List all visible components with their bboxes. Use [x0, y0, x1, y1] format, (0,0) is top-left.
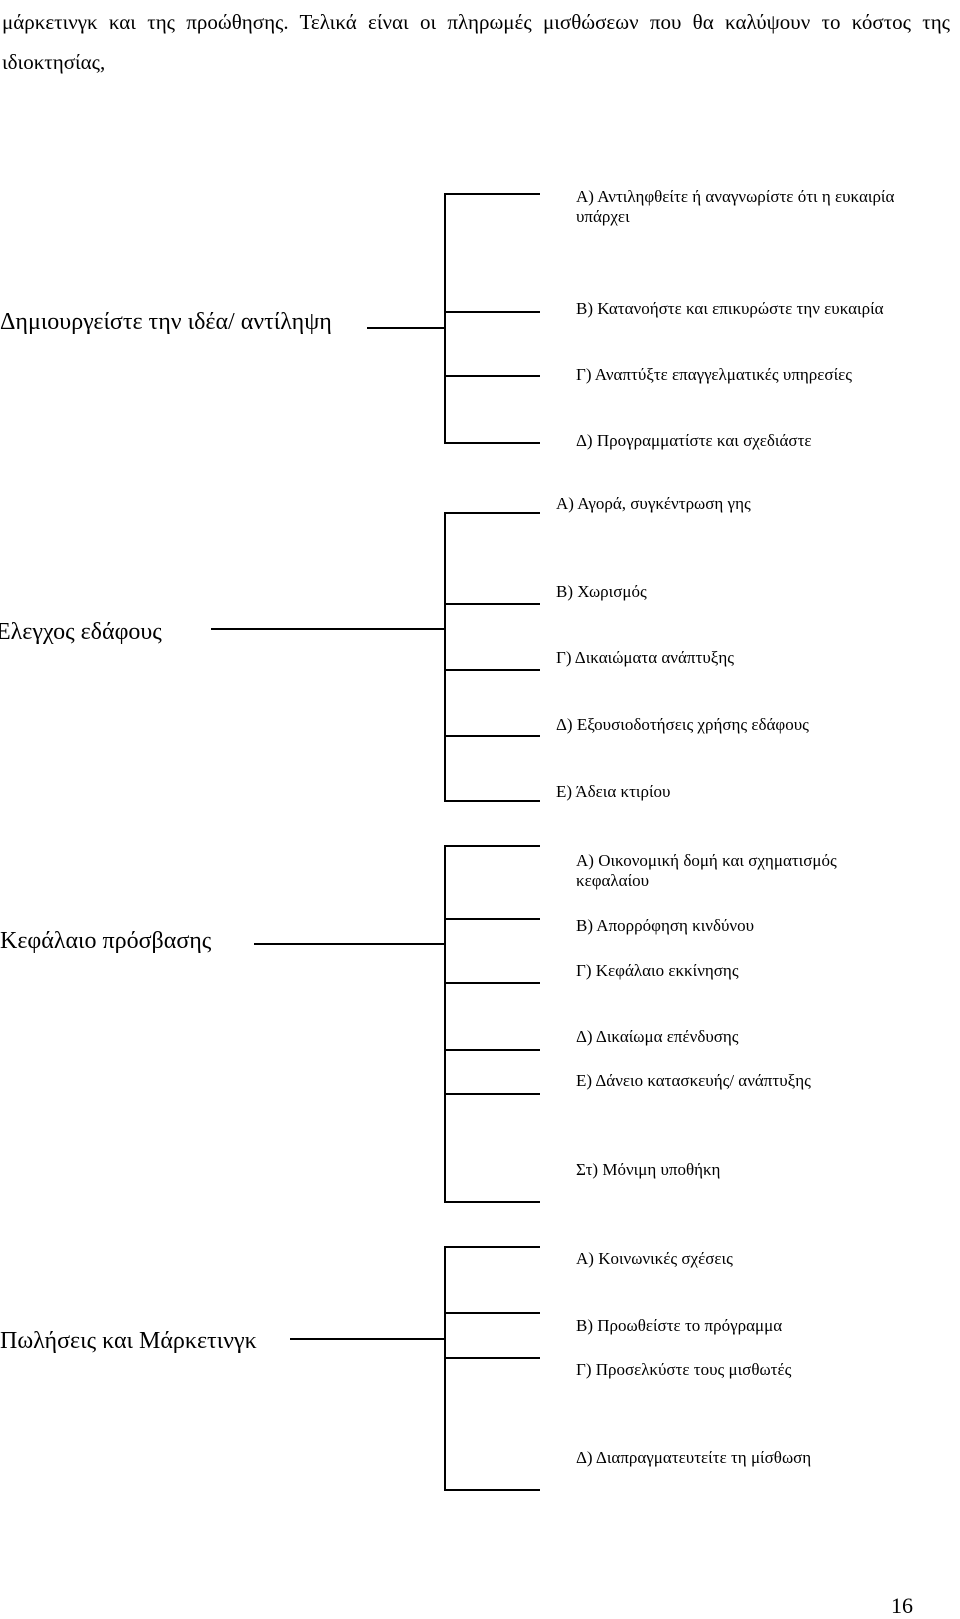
- list-item: Δ) Προγραμματίστε και σχεδιάστε: [576, 431, 812, 450]
- list-item: Β) Προωθείστε το πρόγραμμα: [576, 1316, 783, 1335]
- list-item: Δ) Εξουσιοδοτήσεις χρήσης εδάφους: [556, 715, 809, 734]
- connector-line: [444, 1312, 540, 1314]
- list-item: Γ) Προσελκύστε τους μισθωτές: [576, 1360, 792, 1379]
- connector-line: [254, 943, 445, 945]
- list-item: Γ) Κεφάλαιο εκκίνησης: [576, 961, 739, 980]
- list-item: Γ) Δικαιώματα ανάπτυξης: [556, 648, 734, 667]
- connector-line: [444, 845, 540, 847]
- connector-line: [444, 918, 540, 920]
- group-label-capital-access: Κεφάλαιο πρόσβασης: [0, 928, 212, 954]
- connector-line: [444, 1049, 540, 1051]
- list-item: Ε) Δάνειο κατασκευής/ ανάπτυξης: [576, 1071, 811, 1090]
- connector-line: [444, 442, 540, 444]
- group-label-land-control: Έλεγχος εδάφους: [0, 619, 162, 645]
- connector-line: [367, 327, 445, 329]
- connector-line: [444, 982, 540, 984]
- connector-line: [444, 603, 540, 605]
- connector-line: [444, 512, 540, 514]
- bracket-line: [444, 845, 446, 1203]
- intro-paragraph: μάρκετινγκ και της προώθησης. Τελικά είν…: [2, 10, 950, 74]
- connector-line: [444, 1246, 540, 1248]
- list-item: Δ) Δικαίωμα επένδυσης: [576, 1027, 739, 1046]
- list-item-label: Α) Αντιληφθείτε ή αναγνωρίστε ότι η ευκα…: [576, 187, 895, 226]
- list-item: Γ) Αναπτύξτε επαγγελματικές υπηρεσίες: [576, 365, 853, 384]
- connector-line: [444, 375, 540, 377]
- list-item: Α) Οικονομική δομή και σχηματισμός κεφαλ…: [576, 851, 896, 890]
- connector-line: [444, 1357, 540, 1359]
- list-item: Β) Χωρισμός: [556, 582, 647, 601]
- connector-line: [444, 1201, 540, 1203]
- bracket-line: [444, 1246, 446, 1491]
- list-item: Α) Αντιληφθείτε ή αναγνωρίστε ότι η ευκα…: [576, 187, 896, 226]
- list-item: Β) Κατανοήστε και επικυρώστε την ευκαιρί…: [576, 299, 884, 318]
- connector-line: [211, 628, 445, 630]
- bracket-line: [444, 512, 446, 802]
- connector-line: [290, 1338, 445, 1340]
- group-label-sales-marketing: Πωλήσεις και Μάρκετινγκ: [0, 1328, 257, 1354]
- group-label-concept: Δημιουργείστε την ιδέα/ αντίληψη: [0, 309, 332, 335]
- connector-line: [444, 735, 540, 737]
- list-item: Στ) Μόνιμη υποθήκη: [576, 1160, 721, 1179]
- connector-line: [444, 1093, 540, 1095]
- list-item: Α) Αγορά, συγκέντρωση γης: [556, 494, 751, 513]
- connector-line: [444, 669, 540, 671]
- page-number: 16: [891, 1593, 913, 1618]
- connector-line: [444, 311, 540, 313]
- list-item: Α) Κοινωνικές σχέσεις: [576, 1249, 733, 1268]
- list-item: Β) Απορρόφηση κινδύνου: [576, 916, 755, 935]
- list-item-label: Α) Οικονομική δομή και σχηματισμός κεφαλ…: [576, 851, 837, 890]
- bracket-line: [444, 193, 446, 444]
- list-item: Ε) Άδεια κτιρίου: [556, 782, 671, 801]
- connector-line: [444, 800, 540, 802]
- connector-line: [444, 193, 540, 195]
- list-item: Δ) Διαπραγματευτείτε τη μίσθωση: [576, 1448, 812, 1467]
- connector-line: [444, 1489, 540, 1491]
